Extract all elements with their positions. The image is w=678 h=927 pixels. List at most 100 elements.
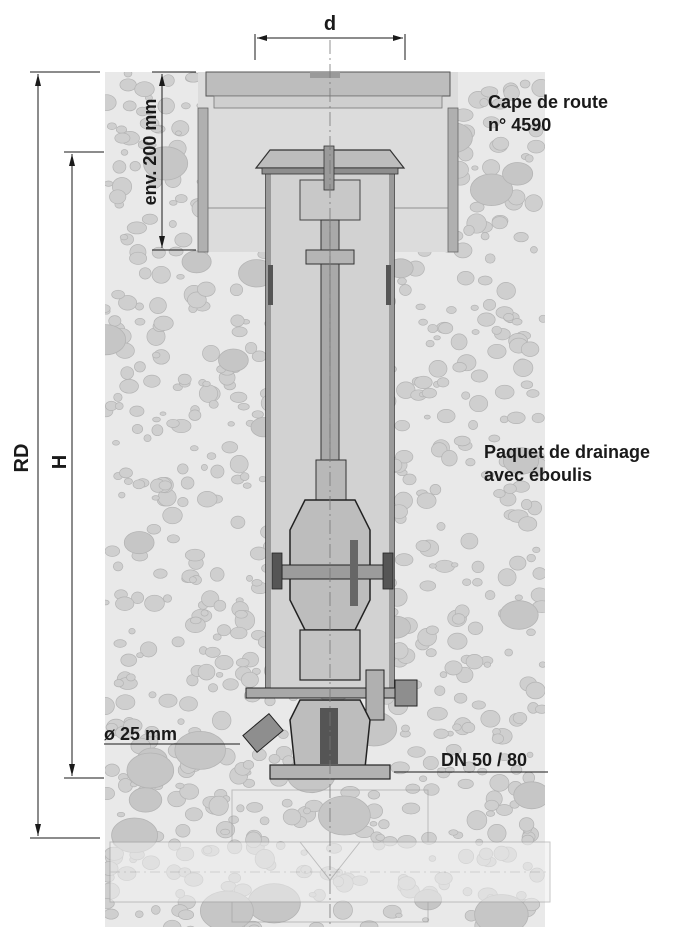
pebble [469, 395, 489, 413]
pebble [245, 341, 258, 355]
pebble [175, 130, 182, 136]
pebble [470, 369, 488, 383]
pebble [129, 405, 145, 417]
pebble [136, 106, 149, 117]
pebble [115, 694, 136, 711]
boulder [174, 731, 226, 770]
pebble [181, 102, 191, 110]
pebble [482, 299, 497, 311]
pebble [113, 679, 124, 688]
pebble [197, 281, 216, 297]
pebble [210, 464, 225, 479]
pebble [112, 561, 124, 572]
pebble [217, 624, 231, 637]
pebble [436, 377, 450, 388]
boulder [502, 447, 540, 475]
pebble [119, 234, 129, 241]
pebble [230, 626, 248, 640]
pebble [436, 409, 456, 424]
pebble [491, 325, 502, 335]
pebble [513, 232, 529, 243]
pebble [178, 909, 195, 920]
pebble [151, 905, 161, 915]
pebble [105, 696, 115, 716]
pebble [395, 450, 414, 464]
boulder [218, 348, 249, 372]
pebble [140, 641, 158, 658]
pebble [132, 479, 146, 490]
pebble [144, 726, 160, 738]
pebble [397, 277, 407, 286]
pebble [149, 297, 167, 314]
pebble [136, 652, 144, 659]
pebble [151, 265, 171, 284]
pebble [282, 808, 302, 826]
pebble [526, 751, 534, 758]
pebble [303, 807, 311, 815]
pebble [105, 304, 111, 313]
pebble [112, 160, 127, 174]
pebble [419, 580, 437, 592]
pebble [527, 139, 545, 154]
pebble [114, 132, 131, 144]
boulder [318, 795, 371, 836]
pebble [452, 723, 462, 731]
pebble [174, 232, 193, 248]
pebble [206, 452, 217, 460]
pebble [115, 596, 135, 611]
pebble [438, 322, 454, 335]
pebble [467, 621, 484, 635]
pebble [113, 392, 123, 402]
pebble [230, 515, 246, 529]
pebble [480, 86, 499, 98]
pebble [231, 326, 248, 338]
dimension-depth [152, 71, 196, 251]
pebble [190, 616, 202, 625]
pebble [461, 391, 471, 400]
pebble [190, 445, 199, 452]
pebble [503, 85, 520, 101]
pebble [189, 576, 197, 584]
pebble [402, 473, 417, 486]
pebble [187, 291, 207, 309]
pebble [525, 681, 545, 700]
dn-label: DN 50 / 80 [441, 750, 527, 770]
pebble [105, 180, 114, 187]
pebble [488, 434, 501, 443]
pebble [229, 455, 249, 474]
pebble [487, 824, 507, 843]
pebble [126, 221, 147, 235]
pebble [405, 783, 421, 794]
pebble [462, 578, 472, 586]
pebble [221, 441, 239, 454]
pebble [446, 306, 457, 314]
pebble [168, 246, 184, 257]
pebble [415, 540, 431, 552]
pebble [477, 275, 493, 286]
pebble [152, 416, 161, 423]
pebble [429, 484, 442, 496]
pebble [240, 472, 250, 481]
pebble [511, 318, 523, 326]
pebble [184, 807, 203, 822]
pebble [453, 692, 468, 704]
pebble [531, 412, 545, 424]
pebble [153, 568, 168, 579]
pebble [113, 639, 127, 648]
pebble [146, 523, 162, 535]
pebble [491, 733, 504, 744]
boulder [128, 787, 163, 813]
pebble [118, 491, 126, 499]
pebble [491, 216, 508, 230]
pebble [427, 706, 448, 721]
pebble [471, 700, 486, 710]
pebble [242, 482, 252, 489]
pebble [484, 590, 496, 601]
pebble [175, 782, 185, 789]
pebble [367, 790, 381, 800]
pebble [423, 414, 431, 420]
pebble [401, 802, 421, 815]
pebble [214, 655, 234, 670]
pebble [447, 632, 468, 650]
